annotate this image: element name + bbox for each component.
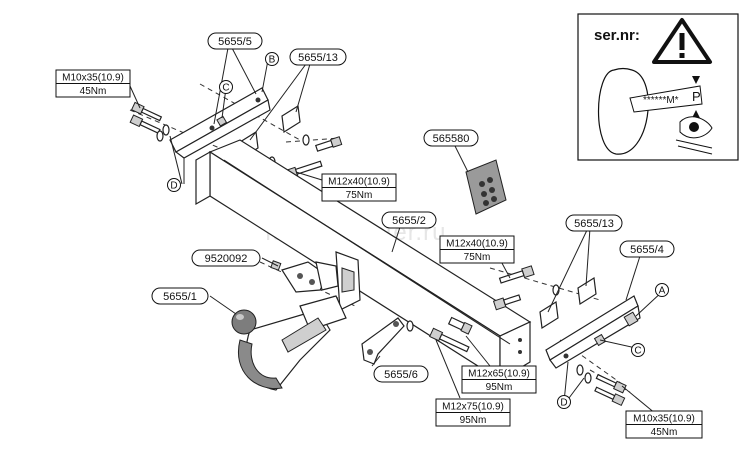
lower-bracket <box>361 317 405 365</box>
part-label-5655-6: 5655/6 <box>373 365 429 383</box>
callout-d-right: D <box>557 395 571 409</box>
callout-a: A <box>655 283 669 297</box>
plate-outline <box>597 67 649 155</box>
inset-serial: ******M* <box>643 95 679 106</box>
serial-plate-inset: ser.nr: ******M* P <box>577 13 739 161</box>
right-bottom-bolts <box>576 364 627 407</box>
part-label-5655-5: 5655/5 <box>207 32 263 50</box>
part-label-5655-13-right: 5655/13 <box>565 214 623 232</box>
svg-text:B: B <box>269 55 276 66</box>
svg-text:75Nm: 75Nm <box>464 252 491 263</box>
part-label-5655-2-text: 5655/2 <box>392 215 426 227</box>
electrical-module <box>465 159 507 215</box>
svg-text:M12x40(10.9): M12x40(10.9) <box>328 177 390 188</box>
center-bracket <box>335 251 361 311</box>
part-label-9520092: 9520092 <box>191 249 261 267</box>
part-label-5655-13-right-text: 5655/13 <box>574 218 614 230</box>
callout-d-left: D <box>167 178 181 192</box>
part-label-5655-13-left: 5655/13 <box>289 48 347 66</box>
svg-text:A: A <box>659 286 666 297</box>
bolt-spec-center: M12x40(10.9) 75Nm <box>439 235 515 264</box>
part-label-5655-2: 5655/2 <box>381 211 437 229</box>
left-top-bolts <box>129 101 170 142</box>
inset-title: ser.nr: <box>594 27 640 44</box>
svg-text:D: D <box>170 181 177 192</box>
tow-ball-neck <box>231 295 347 391</box>
part-label-5655-6-text: 5655/6 <box>384 369 418 381</box>
eye-icon <box>675 116 713 155</box>
part-label-5655-1-text: 5655/1 <box>163 291 197 303</box>
right-spacer-plates <box>539 276 597 330</box>
svg-text:95Nm: 95Nm <box>486 382 513 393</box>
bolt-spec-right-mid: M12x65(10.9) 95Nm <box>461 365 537 394</box>
part-label-5655-13-left-text: 5655/13 <box>298 52 338 64</box>
svg-text:M12x40(10.9): M12x40(10.9) <box>446 239 508 250</box>
bolt-spec-left-mid: M12x40(10.9) 75Nm <box>321 173 397 202</box>
warning-triangle-icon <box>652 18 712 64</box>
bolt-spec-left-top: M10x35(10.9) 45Nm <box>55 69 131 98</box>
part-label-5655-1: 5655/1 <box>151 287 209 305</box>
svg-text:D: D <box>560 398 567 409</box>
svg-text:C: C <box>222 83 229 94</box>
svg-text:C: C <box>634 346 641 357</box>
svg-text:45Nm: 45Nm <box>651 427 678 438</box>
part-label-5655-5-text: 5655/5 <box>218 36 252 48</box>
svg-text:75Nm: 75Nm <box>346 190 373 201</box>
part-label-5655-4-text: 5655/4 <box>630 244 664 256</box>
callout-b: B <box>265 52 279 66</box>
socket-plate <box>270 260 339 293</box>
svg-text:M12x75(10.9): M12x75(10.9) <box>442 402 504 413</box>
inset-p-mark: P <box>692 89 701 104</box>
callout-c-left: C <box>219 80 233 94</box>
svg-text:45Nm: 45Nm <box>80 86 107 97</box>
svg-text:M10x35(10.9): M10x35(10.9) <box>633 414 695 425</box>
svg-text:95Nm: 95Nm <box>460 415 487 426</box>
part-label-5655-4: 5655/4 <box>619 240 675 258</box>
serial-label-box <box>629 85 703 113</box>
svg-text:M10x35(10.9): M10x35(10.9) <box>62 73 124 84</box>
bolt-spec-bottom: M12x75(10.9) 95Nm <box>435 398 511 427</box>
svg-text:M12x65(10.9): M12x65(10.9) <box>468 369 530 380</box>
bolt-spec-right-bottom: M10x35(10.9) 45Nm <box>625 410 703 439</box>
part-label-565580-text: 565580 <box>433 133 470 145</box>
right-side-bracket <box>545 295 641 369</box>
part-label-565580: 565580 <box>423 129 479 147</box>
callout-c-right: C <box>631 343 645 357</box>
bottom-bolt <box>406 316 473 353</box>
left-side-bracket <box>169 87 271 159</box>
center-bolts <box>492 265 560 311</box>
part-label-9520092-text: 9520092 <box>205 253 248 265</box>
